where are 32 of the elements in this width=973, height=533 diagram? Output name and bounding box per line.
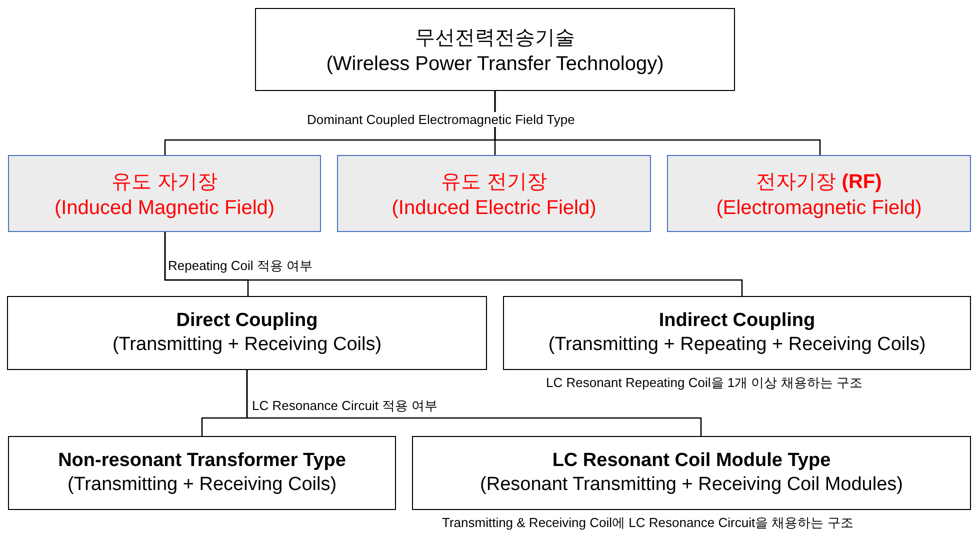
note-text: LC Resonant Repeating Coil을 1개 이상 채용하는 구조: [545, 374, 864, 392]
branch-criterion-label: Repeating Coil 적용 여부: [167, 257, 314, 275]
category-box: [8, 155, 321, 232]
note-text: Transmitting & Receiving Coil에 LC Resonance Circuit을 채용하는 구조: [441, 514, 854, 532]
box-subtitle: (Transmitting + Receiving Coils): [67, 474, 337, 496]
category-box: [412, 436, 971, 510]
category-box: [503, 296, 971, 370]
category-box: [8, 436, 396, 510]
box-title: LC Resonant Coil Module Type: [552, 450, 831, 472]
category-box: [7, 296, 487, 370]
box-subtitle: (Induced Magnetic Field): [54, 196, 275, 220]
box-title: Direct Coupling: [176, 310, 318, 332]
box-title: 전자기장 (RF): [756, 170, 882, 194]
box-title: 유도 자기장: [112, 170, 218, 194]
connector-line: [246, 370, 702, 436]
box-subtitle: (Wireless Power Transfer Technology): [326, 52, 664, 76]
box-subtitle: (Electromagnetic Field): [716, 196, 922, 220]
connector-line: [164, 232, 743, 296]
box-title: Non-resonant Transformer Type: [58, 450, 346, 472]
box-title: Indirect Coupling: [658, 310, 816, 332]
category-box: [667, 155, 971, 232]
box-subtitle: (Induced Electric Field): [392, 196, 596, 220]
box-subtitle: (Resonant Transmitting + Receiving Coil Modules): [480, 474, 903, 496]
branch-criterion-label: LC Resonance Circuit 적용 여부: [251, 397, 439, 415]
category-box: [255, 8, 735, 91]
box-subtitle: (Transmitting + Repeating + Receiving Coils): [548, 334, 926, 356]
box-title: 무선전력전송기술: [415, 26, 575, 50]
category-box: [337, 155, 651, 232]
connector-line: [494, 91, 821, 155]
box-subtitle: (Transmitting + Receiving Coils): [112, 334, 382, 356]
branch-criterion-label: Dominant Coupled Electromagnetic Field Type: [306, 112, 576, 127]
box-title: 유도 전기장: [441, 170, 547, 194]
